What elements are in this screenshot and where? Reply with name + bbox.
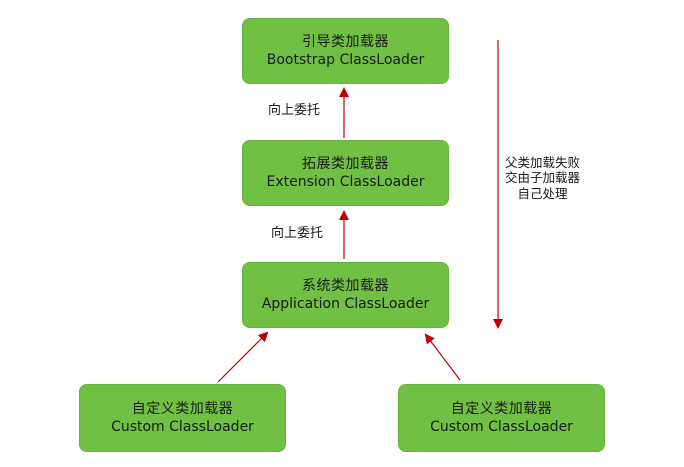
fallback-note-line2: 交由子加载器: [505, 170, 581, 186]
bootstrap-classloader-en: Bootstrap ClassLoader: [266, 51, 425, 68]
application-classloader-en: Application ClassLoader: [261, 295, 430, 312]
custom-classloader-left-node: 自定义类加载器 Custom ClassLoader: [79, 384, 286, 452]
bootstrap-classloader-node: 引导类加载器 Bootstrap ClassLoader: [242, 18, 449, 84]
application-classloader-node: 系统类加载器 Application ClassLoader: [242, 262, 449, 328]
fallback-note-line3: 自己处理: [517, 185, 568, 201]
application-classloader-zh: 系统类加载器: [302, 277, 389, 294]
fallback-note-line1: 父类加载失败: [505, 155, 581, 170]
extension-classloader-zh: 拓展类加载器: [302, 155, 389, 172]
delegate-label-upper: 向上委托: [268, 103, 321, 118]
fallback-note: 父类加载失败 交由子加载器 自己处理: [505, 155, 580, 201]
custom-classloader-left-zh: 自定义类加载器: [131, 400, 234, 417]
extension-classloader-node: 拓展类加载器 Extension ClassLoader: [242, 140, 449, 206]
bootstrap-classloader-zh: 引导类加载器: [302, 33, 389, 50]
custom-classloader-right-node: 自定义类加载器 Custom ClassLoader: [398, 384, 605, 452]
custom-classloader-right-en: Custom ClassLoader: [430, 418, 573, 435]
extension-classloader-en: Extension ClassLoader: [266, 173, 425, 190]
delegate-arrow-custom-right-to-application: [424, 333, 461, 381]
custom-classloader-left-en: Custom ClassLoader: [111, 418, 254, 435]
delegate-label-lower: 向上委托: [271, 226, 324, 241]
custom-classloader-right-zh: 自定义类加载器: [450, 400, 553, 417]
delegate-arrow-custom-left-to-application: [217, 331, 269, 383]
